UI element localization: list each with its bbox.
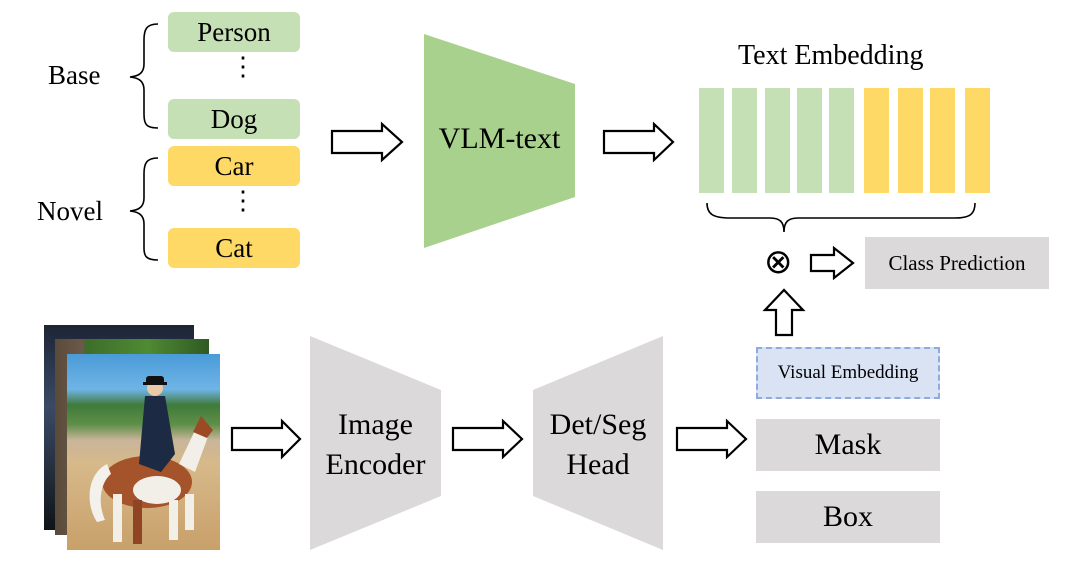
- image-encoder-label: Image Encoder: [310, 405, 441, 485]
- novel-brace: [129, 157, 159, 261]
- multiply-operator-icon: ⊗: [764, 242, 793, 282]
- text-embedding-bar-base: [765, 88, 790, 193]
- text-embedding-bar-novel: [965, 88, 990, 193]
- base-brace: [129, 23, 159, 129]
- mask-output-box: Mask: [756, 419, 940, 471]
- arrow-operator-to-class: [809, 245, 855, 281]
- base-group-label: Base: [48, 60, 101, 90]
- arrow-vlm-to-embedding: [602, 121, 675, 163]
- arrow-encoder-to-head: [451, 418, 524, 460]
- box-output-box: Box: [756, 491, 940, 543]
- text-embedding-bar-novel: [930, 88, 955, 193]
- det-seg-head-line-1: Det/Seg: [549, 408, 647, 441]
- base-ellipsis: ⋮: [230, 52, 256, 81]
- arrow-image-to-encoder: [230, 418, 302, 460]
- image-encoder-module: [310, 336, 441, 550]
- text-embedding-bar-novel: [898, 88, 923, 193]
- arrow-categories-to-vlm: [330, 121, 404, 163]
- det-seg-head-line-2: Head: [566, 448, 630, 481]
- category-chip-car: Car: [168, 146, 300, 186]
- horse-rider-illustration: [89, 376, 213, 544]
- det-seg-head-label: Det/Seg Head: [533, 405, 663, 485]
- text-embedding-bar-base: [732, 88, 757, 193]
- category-chip-person: Person: [168, 12, 300, 52]
- novel-group-label: Novel: [37, 196, 103, 226]
- input-image-front-horse-rider: [67, 354, 220, 550]
- category-chip-cat: Cat: [168, 228, 300, 268]
- image-encoder-line-2: Encoder: [325, 448, 426, 481]
- arrow-visual-to-operator: [762, 288, 806, 337]
- novel-ellipsis: ⋮: [230, 186, 256, 215]
- text-embedding-bar-base: [797, 88, 822, 193]
- text-embedding-bar-base: [829, 88, 854, 193]
- vlm-text-module: [424, 34, 575, 248]
- vlm-text-label: VLM-text: [438, 122, 561, 155]
- image-encoder-line-1: Image: [338, 408, 413, 441]
- text-embedding-bar-base: [699, 88, 724, 193]
- class-prediction-box: Class Prediction: [865, 237, 1049, 289]
- visual-embedding-box: Visual Embedding: [756, 347, 940, 399]
- category-chip-dog: Dog: [168, 99, 300, 139]
- text-embedding-title: Text Embedding: [738, 40, 924, 71]
- det-seg-head-module: [533, 336, 663, 550]
- embedding-brace: [706, 202, 976, 233]
- text-embedding-bar-novel: [864, 88, 889, 193]
- arrow-head-to-outputs: [675, 418, 748, 460]
